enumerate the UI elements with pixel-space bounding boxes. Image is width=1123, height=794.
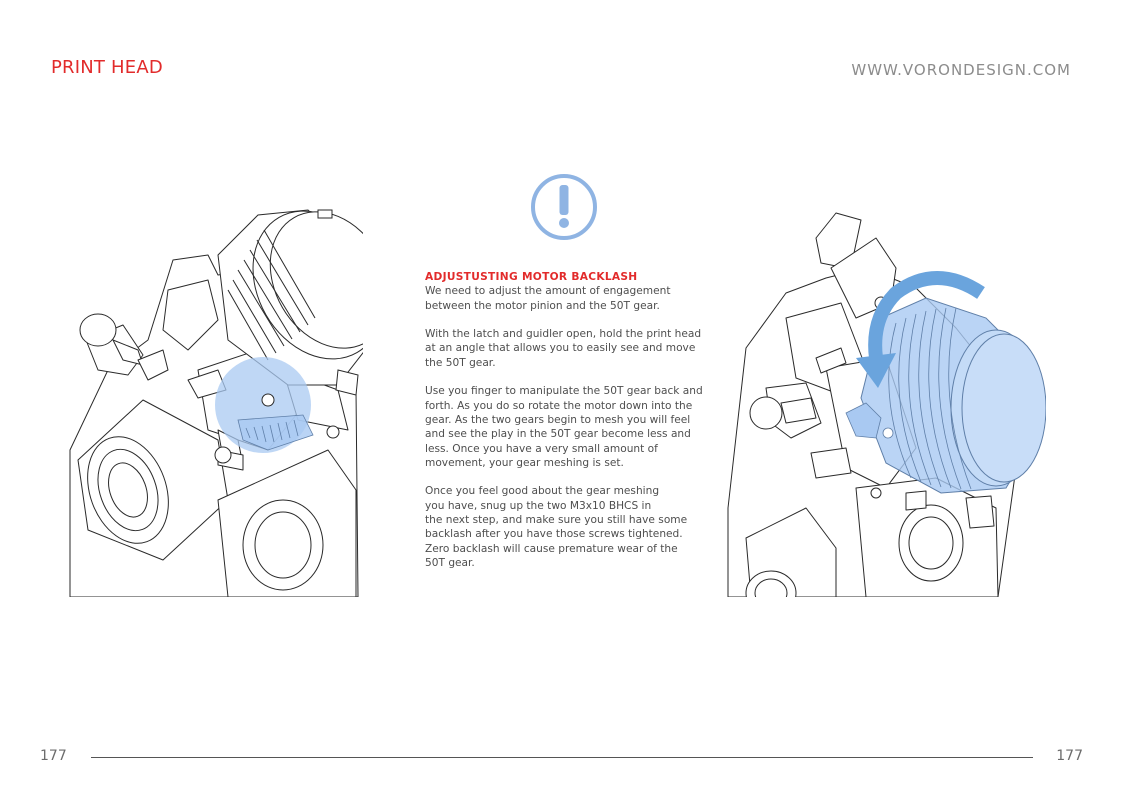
- instruction-paragraph-3: Use you finger to manipulate the 50T gea…: [425, 384, 725, 470]
- text-line: the 50T gear.: [425, 356, 496, 369]
- text-line: Use you finger to manipulate the 50T gea…: [425, 385, 703, 398]
- text-line: you have, snug up the two M3x10 BHCS in: [425, 499, 652, 512]
- text-line: With the latch and guidler open, hold th…: [425, 328, 702, 341]
- text-line: backlash after you have those screws tig…: [425, 528, 683, 541]
- site-url[interactable]: WWW.VORONDESIGN.COM: [851, 61, 1071, 79]
- text-line: We need to adjust the amount of engageme…: [425, 285, 671, 298]
- exclamation-circle-icon: [531, 174, 597, 240]
- motor-rotation-illustration: [727, 212, 1046, 597]
- text-line: 50T gear.: [425, 556, 475, 569]
- text-line: between the motor pinion and the 50T gea…: [425, 299, 660, 312]
- text-line: and see the play in the 50T gear become …: [425, 428, 691, 441]
- section-title: PRINT HEAD: [51, 57, 163, 78]
- text-line: gear. As the two gears begin to mesh you…: [425, 413, 691, 426]
- text-line: movement, your gear meshing is set.: [425, 456, 624, 469]
- instruction-paragraph-1: We need to adjust the amount of engageme…: [425, 284, 725, 313]
- text-line: less. Once you have a very small amount …: [425, 442, 658, 455]
- text-line: at an angle that allows you to easily se…: [425, 342, 696, 355]
- page-number-left: 177: [40, 748, 67, 764]
- instruction-paragraph-4: Once you feel good about the gear meshin…: [425, 484, 725, 570]
- page-number-right: 177: [1056, 748, 1083, 764]
- print-head-gear-illustration: [69, 209, 363, 597]
- instruction-text: ADJUSTUSTING MOTOR BACKLASH We need to a…: [425, 270, 725, 585]
- instruction-paragraph-2: With the latch and guidler open, hold th…: [425, 327, 725, 370]
- text-line: Zero backlash will cause premature wear …: [425, 542, 678, 555]
- text-line: Once you feel good about the gear meshin…: [425, 485, 660, 498]
- instruction-heading: ADJUSTUSTING MOTOR BACKLASH: [425, 271, 638, 283]
- text-line: forth. As you do so rotate the motor dow…: [425, 399, 693, 412]
- footer-divider: [91, 757, 1033, 758]
- text-line: the next step, and make sure you still h…: [425, 514, 688, 527]
